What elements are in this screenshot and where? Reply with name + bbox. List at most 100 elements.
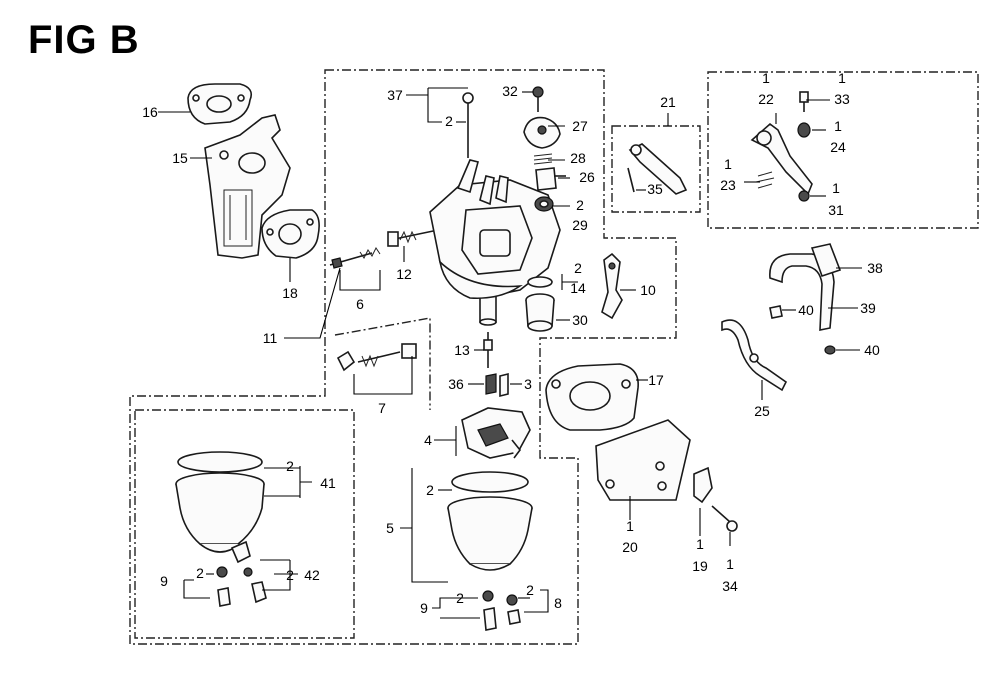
callout-2-5: 2 [426, 482, 434, 498]
part-17-gasket [545, 363, 639, 431]
callout-1-20: 1 [626, 518, 634, 534]
callout-16: 16 [142, 104, 158, 120]
leader-lines [158, 87, 862, 619]
callout-1-22: 1 [762, 70, 770, 86]
governor-lever-frame [611, 125, 701, 213]
callout-15: 15 [172, 150, 188, 166]
part-4-float [461, 407, 531, 459]
part-7-choke-screw-set [336, 343, 417, 372]
callout-5: 5 [386, 520, 394, 536]
callout-23: 23 [720, 177, 736, 193]
callout-38: 38 [867, 260, 883, 276]
part-38-39-fuel-tube [769, 243, 842, 331]
part-6-pilot-screw [329, 247, 381, 269]
callout-34: 34 [722, 578, 738, 594]
callout-labels: 1 22 1 33 21 37 2 32 27 16 15 28 26 2 29… [142, 70, 883, 616]
callout-26: 26 [579, 169, 595, 185]
callout-12: 12 [396, 266, 412, 282]
part-41-fuel-bowl [175, 451, 265, 564]
callout-42: 42 [304, 567, 320, 583]
callout-2-9-right: 2 [456, 590, 464, 606]
callout-2-29: 2 [576, 197, 584, 213]
callout-39: 39 [860, 300, 876, 316]
callout-21: 21 [660, 94, 676, 110]
part-36-spring [485, 373, 497, 395]
part-32-screw [532, 86, 544, 112]
part-14-oring [527, 276, 553, 288]
callout-18: 18 [282, 285, 298, 301]
callout-1-34: 1 [726, 556, 734, 572]
callout-1-23: 1 [724, 156, 732, 172]
figure-title: FIG B [28, 18, 140, 62]
callout-28: 28 [570, 150, 586, 166]
callout-24: 24 [830, 139, 846, 155]
part-20-bracket [595, 419, 691, 501]
callout-17: 17 [648, 372, 664, 388]
part-23-spring [755, 171, 775, 189]
callout-2-9-left: 2 [196, 565, 204, 581]
part-26-valve [535, 167, 566, 191]
callout-30: 30 [572, 312, 588, 328]
part-12-throttle-stop-screw [387, 229, 439, 247]
part-15-insulator-bracket [204, 114, 291, 259]
callout-10: 10 [640, 282, 656, 298]
part-10-float-pin-clip [601, 252, 623, 320]
callout-3: 3 [524, 376, 532, 392]
part-5-fuel-bowl [447, 471, 533, 571]
assembly-frames [129, 69, 979, 645]
part-9-bolt-left [216, 566, 231, 607]
callout-4: 4 [424, 432, 432, 448]
callout-29: 29 [572, 217, 588, 233]
part-27-cap [523, 116, 561, 149]
part-21-governor-lever [627, 143, 688, 195]
callout-11: 11 [263, 330, 278, 346]
callout-36: 36 [448, 376, 464, 392]
callout-8: 8 [554, 595, 562, 611]
part-18-gasket [261, 209, 320, 259]
part-13-needle [483, 332, 493, 368]
callout-1-19: 1 [696, 536, 704, 552]
right-lever-frame [707, 71, 979, 229]
callout-1-24: 1 [834, 118, 842, 134]
callout-6: 6 [356, 296, 364, 312]
callout-32: 32 [502, 83, 518, 99]
part-28-spring [533, 153, 553, 165]
callout-2-8: 2 [526, 582, 534, 598]
callout-41: 41 [320, 475, 336, 491]
part-3-jet [499, 372, 509, 398]
callout-37: 37 [387, 87, 403, 103]
part-40-clip-upper [769, 305, 783, 319]
part-42-drain-bolt [243, 567, 267, 604]
callout-20: 20 [622, 539, 638, 555]
part-40-clip-lower [824, 345, 836, 355]
part-30-main-jet-holder [525, 293, 555, 332]
part-19-clip [693, 466, 713, 504]
callout-35: 35 [647, 181, 663, 197]
callout-2-41: 2 [286, 458, 294, 474]
callout-1-33: 1 [838, 70, 846, 86]
callout-25: 25 [754, 403, 770, 419]
part-29-oring [534, 196, 554, 212]
carburetor-assembly-frame [129, 69, 677, 645]
part-8-drain-screw [506, 594, 521, 625]
callout-40-lower: 40 [864, 342, 880, 358]
callout-22: 22 [758, 91, 774, 107]
callout-33: 33 [834, 91, 850, 107]
part-33-screw [799, 91, 809, 112]
part-22-lever [750, 122, 813, 196]
carburetor-body [429, 159, 561, 326]
callout-9-left: 9 [160, 573, 168, 589]
callout-7: 7 [378, 400, 386, 416]
callout-1-31: 1 [832, 180, 840, 196]
part-37-screw [462, 92, 474, 158]
callout-19: 19 [692, 558, 708, 574]
part-16-gasket [187, 83, 253, 125]
callout-9-right: 9 [420, 600, 428, 616]
choke-subframe [334, 317, 431, 410]
part-9-bolt-right [482, 590, 497, 631]
callout-2-42: 2 [286, 567, 294, 583]
part-24-collar [797, 122, 811, 138]
part-34-bolt [711, 505, 738, 532]
fuel-bowl-inner-frame [134, 409, 355, 639]
